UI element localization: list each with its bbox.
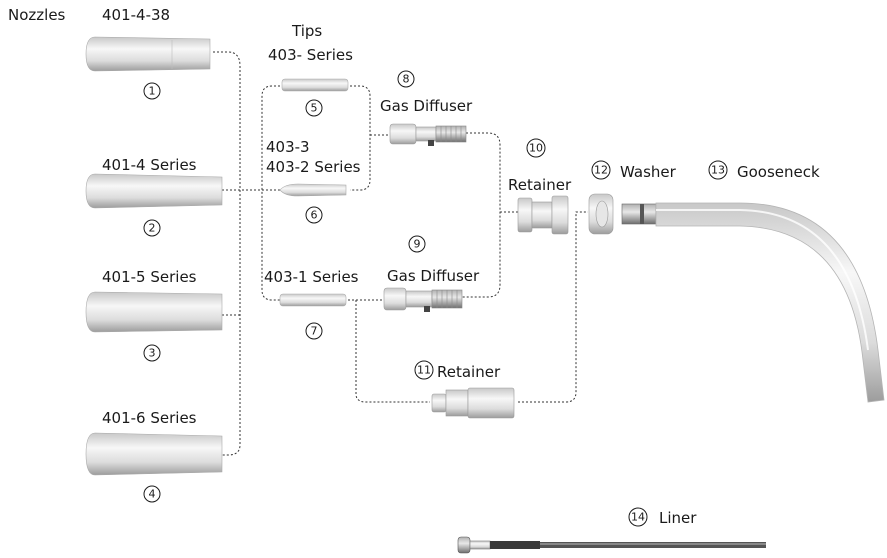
nozzle-bracket-line bbox=[213, 52, 240, 455]
gooseneck-part[interactable] bbox=[622, 203, 884, 402]
tip-7-to-retainer-11-line bbox=[348, 300, 430, 402]
callout-6-number: 6 bbox=[311, 209, 318, 222]
callout-5-number: 5 bbox=[311, 102, 318, 115]
nozzle-1-label: 401-4-38 bbox=[102, 6, 170, 24]
tip-7-label: 403-1 Series bbox=[264, 268, 359, 286]
callout-8-number: 8 bbox=[403, 73, 410, 86]
gas-diffuser-9-part[interactable] bbox=[384, 288, 462, 312]
callout-10-number: 10 bbox=[529, 142, 543, 155]
tip-6-label-line2: 403-2 Series bbox=[266, 158, 361, 176]
nozzles-heading: Nozzles bbox=[8, 6, 66, 24]
gas-diffuser-9-label: Gas Diffuser bbox=[387, 267, 480, 285]
callout-3-number: 3 bbox=[149, 347, 156, 360]
nozzle-4-part[interactable] bbox=[86, 433, 222, 475]
nozzle-2-label: 401-4 Series bbox=[102, 156, 197, 174]
callout-11-number: 11 bbox=[417, 364, 431, 377]
callout-2-number: 2 bbox=[149, 222, 156, 235]
gooseneck-label: Gooseneck bbox=[737, 163, 820, 181]
nozzles-group: Nozzles 401-4-38 1 401-4 Series 2 401-5 … bbox=[8, 6, 222, 502]
callout-7-number: 7 bbox=[311, 325, 318, 338]
liner-label: Liner bbox=[659, 509, 697, 527]
tip-6-part[interactable] bbox=[280, 184, 346, 196]
tip-7-part[interactable] bbox=[280, 294, 346, 306]
washer-label: Washer bbox=[620, 163, 677, 181]
tip-5-part[interactable] bbox=[282, 79, 348, 91]
nozzle-2-part[interactable] bbox=[86, 174, 222, 208]
callout-1-number: 1 bbox=[149, 85, 156, 98]
tips-group: Tips 403- Series 5 403-3 403-2 Series 6 … bbox=[264, 22, 361, 339]
retainer-10-part[interactable] bbox=[518, 196, 568, 234]
tips-heading: Tips bbox=[291, 22, 322, 40]
tip-6-label-line1: 403-3 bbox=[266, 138, 310, 156]
callout-4-number: 4 bbox=[149, 488, 156, 501]
gas-diffusers-group: 8 Gas Diffuser 9 Gas Diffuser bbox=[380, 71, 480, 312]
gooseneck-group: 13 Gooseneck bbox=[622, 161, 884, 402]
retainer-11-to-washer-line bbox=[518, 212, 588, 402]
liner-group: 14 Liner bbox=[458, 508, 766, 553]
retainer-10-label: Retainer bbox=[508, 176, 572, 194]
gas-diffuser-8-label: Gas Diffuser bbox=[380, 97, 473, 115]
nozzle-4-label: 401-6 Series bbox=[102, 409, 197, 427]
callout-12-number: 12 bbox=[594, 164, 608, 177]
callout-13-number: 13 bbox=[711, 164, 725, 177]
nozzle-3-label: 401-5 Series bbox=[102, 268, 197, 286]
retainer-11-part[interactable] bbox=[432, 388, 514, 418]
nozzle-3-part[interactable] bbox=[86, 292, 222, 332]
liner-part[interactable] bbox=[458, 537, 766, 553]
tips-403-label: 403- Series bbox=[268, 46, 353, 64]
callout-9-number: 9 bbox=[414, 238, 421, 251]
retainer-11-label: Retainer bbox=[437, 363, 501, 381]
gas-diffuser-8-part[interactable] bbox=[390, 124, 466, 146]
nozzle-1-part[interactable] bbox=[86, 37, 210, 71]
callout-14-number: 14 bbox=[631, 511, 645, 524]
washer-part[interactable] bbox=[589, 194, 613, 234]
